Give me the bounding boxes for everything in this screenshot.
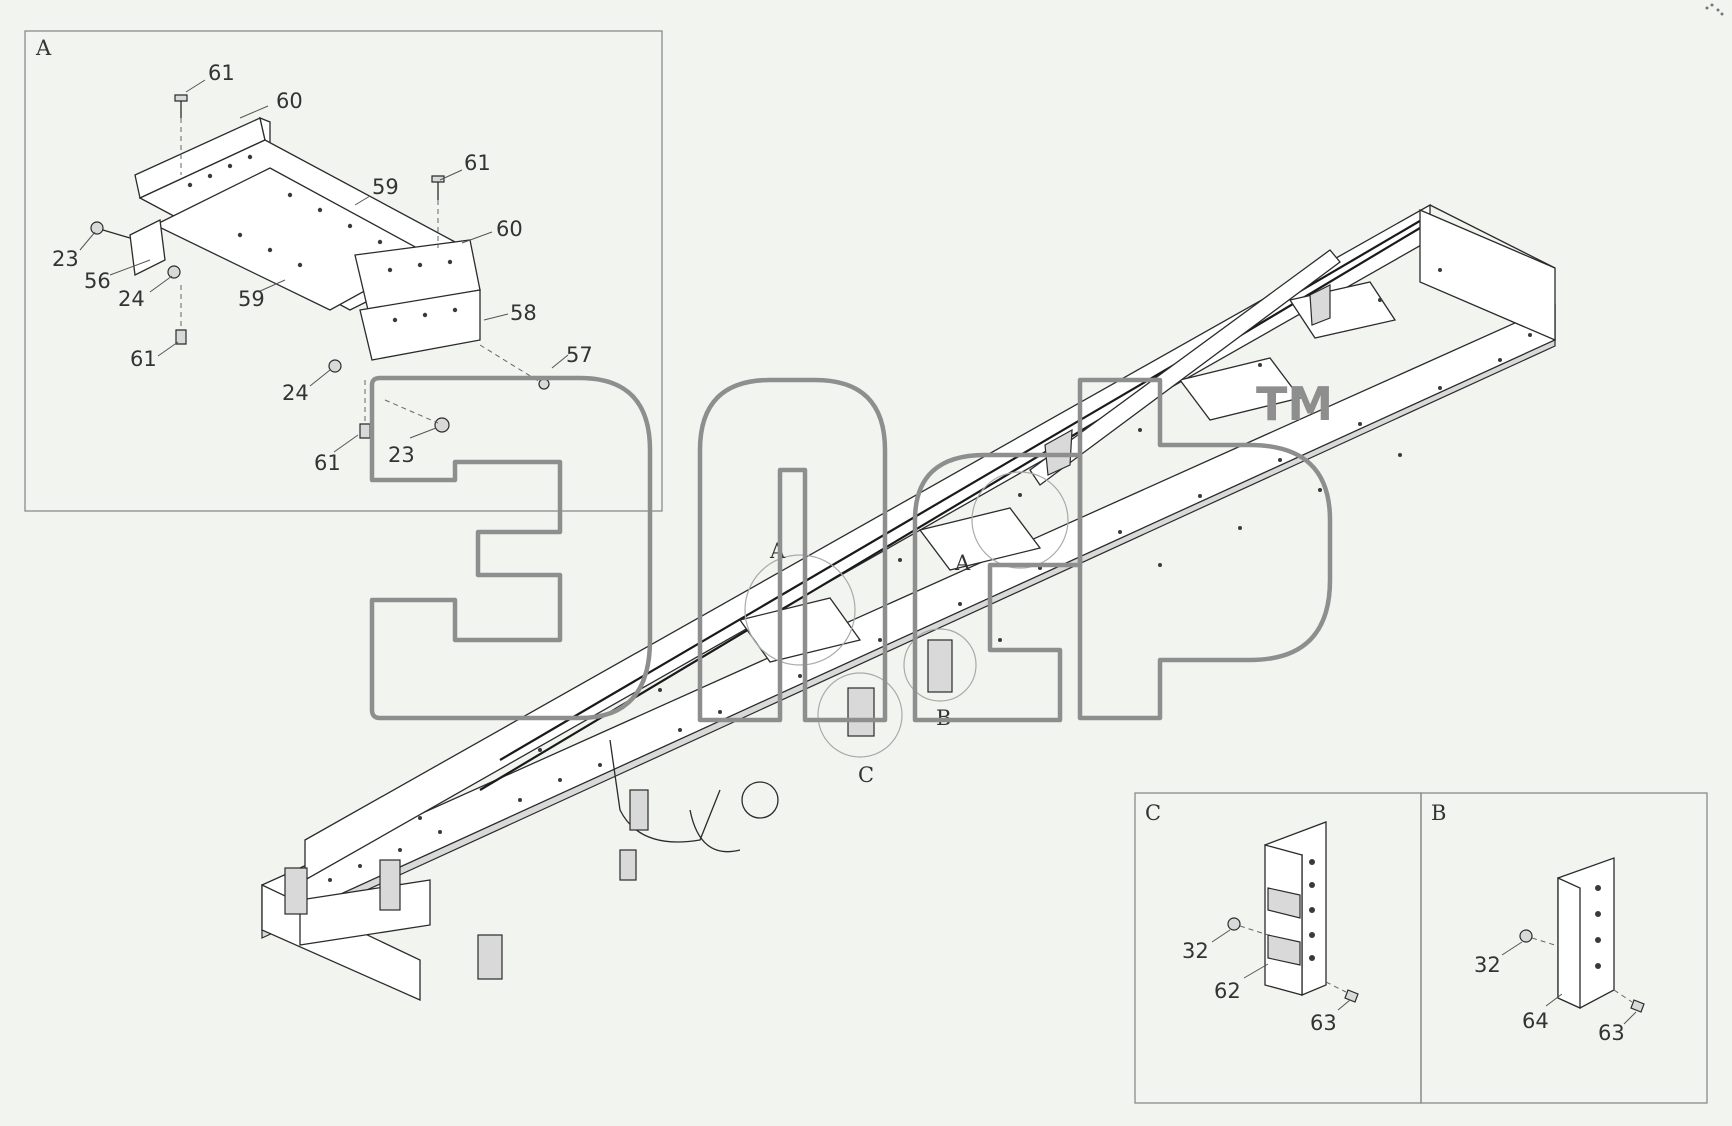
part-64: 64: [1522, 1009, 1549, 1033]
watermark-glyph-1: [369, 375, 653, 721]
part-32: 32: [1474, 953, 1501, 977]
corner-mark: [1705, 3, 1724, 16]
detail-a-holes: [187, 154, 458, 323]
part-57: 57: [566, 343, 593, 367]
locator-circle-a2: [971, 471, 1069, 569]
bracket-62-pad-upper: [1267, 887, 1301, 919]
bolt-61-top: [174, 94, 188, 102]
gusset-rear-2: [1309, 284, 1331, 326]
rear-end-member: [1419, 209, 1556, 341]
fifth-wheel-mount: [741, 781, 779, 819]
part-23: 23: [388, 443, 415, 467]
main-callout-a1: A: [769, 539, 786, 563]
part-61: 61: [208, 61, 235, 85]
washer-24-bottom: [328, 359, 342, 373]
watermark-glyph-2: [697, 377, 888, 723]
spring-link: [689, 809, 741, 853]
bracket-c-location: [847, 687, 875, 737]
bolt-61-left: [175, 329, 187, 345]
detail-view-c: C 32 62 63: [1134, 792, 1422, 1104]
bolt-57: [538, 378, 550, 390]
spring-hanger-front: [609, 739, 721, 843]
bolt-61-bottom: [359, 423, 371, 439]
detail-a-label: A: [35, 36, 52, 60]
rail-rivet-holes: [328, 268, 1532, 882]
part-60: 60: [276, 89, 303, 113]
cross-member-2: [918, 507, 1042, 571]
part-61: 61: [314, 451, 341, 475]
part-56: 56: [84, 269, 111, 293]
front-bracket: [379, 859, 401, 911]
chassis-frame: [261, 203, 1556, 1001]
main-callout-c: C: [858, 763, 874, 787]
part-63: 63: [1598, 1021, 1625, 1045]
part-61: 61: [464, 151, 491, 175]
part-23: 23: [52, 247, 79, 271]
detail-a-frame: [24, 30, 663, 512]
bracket-64-side: [1557, 876, 1581, 1010]
bolt-63: [1630, 999, 1645, 1013]
locator-circle-b: [903, 628, 977, 702]
part-61: 61: [130, 347, 157, 371]
detail-view-b: B 32 64 63: [1420, 792, 1708, 1104]
part-59: 59: [238, 287, 265, 311]
detail-b-label: B: [1431, 801, 1446, 825]
near-rail-flange: [261, 339, 1556, 939]
bracket-62-side: [1264, 844, 1303, 996]
main-callout-a2: A: [954, 551, 971, 575]
locator-circle-a1: [744, 554, 856, 666]
part-60: 60: [496, 217, 523, 241]
watermark-glyph-4: [1077, 377, 1333, 721]
watermark-trademark: TM: [1256, 377, 1333, 431]
part-63: 63: [1310, 1011, 1337, 1035]
part-32: 32: [1182, 939, 1209, 963]
bolt-61-right: [431, 175, 445, 183]
inner-reinforcement: [1029, 249, 1341, 486]
part-59: 59: [372, 175, 399, 199]
locator-circle-c: [817, 672, 903, 758]
hanger-bracket-2: [619, 849, 637, 881]
bolt-63: [1344, 989, 1359, 1003]
front-spring-hanger: [477, 934, 503, 980]
watermark-logo: TM: [369, 375, 1333, 723]
bracket-b-location: [927, 639, 953, 693]
nut-32: [1227, 917, 1241, 931]
lower-bracket-58: [359, 289, 481, 361]
part-24: 24: [282, 381, 309, 405]
nut-32: [1519, 929, 1533, 943]
cross-member-3: [1178, 357, 1302, 421]
gusset-rear-1: [1044, 428, 1073, 476]
left-bracket: [129, 219, 166, 276]
hanger-bracket-1: [629, 789, 649, 831]
detail-view-a: A: [24, 30, 663, 512]
washer-24-left: [167, 265, 181, 279]
detail-c-label: C: [1145, 801, 1161, 825]
front-tow-hook: [284, 867, 308, 915]
part-58: 58: [510, 301, 537, 325]
detail-b-frame: [1420, 792, 1708, 1104]
part-62: 62: [1214, 979, 1241, 1003]
nut-23-left: [90, 221, 104, 235]
nut-23-bottom: [434, 417, 450, 433]
part-24: 24: [118, 287, 145, 311]
bracket-62-pad-lower: [1267, 934, 1301, 966]
